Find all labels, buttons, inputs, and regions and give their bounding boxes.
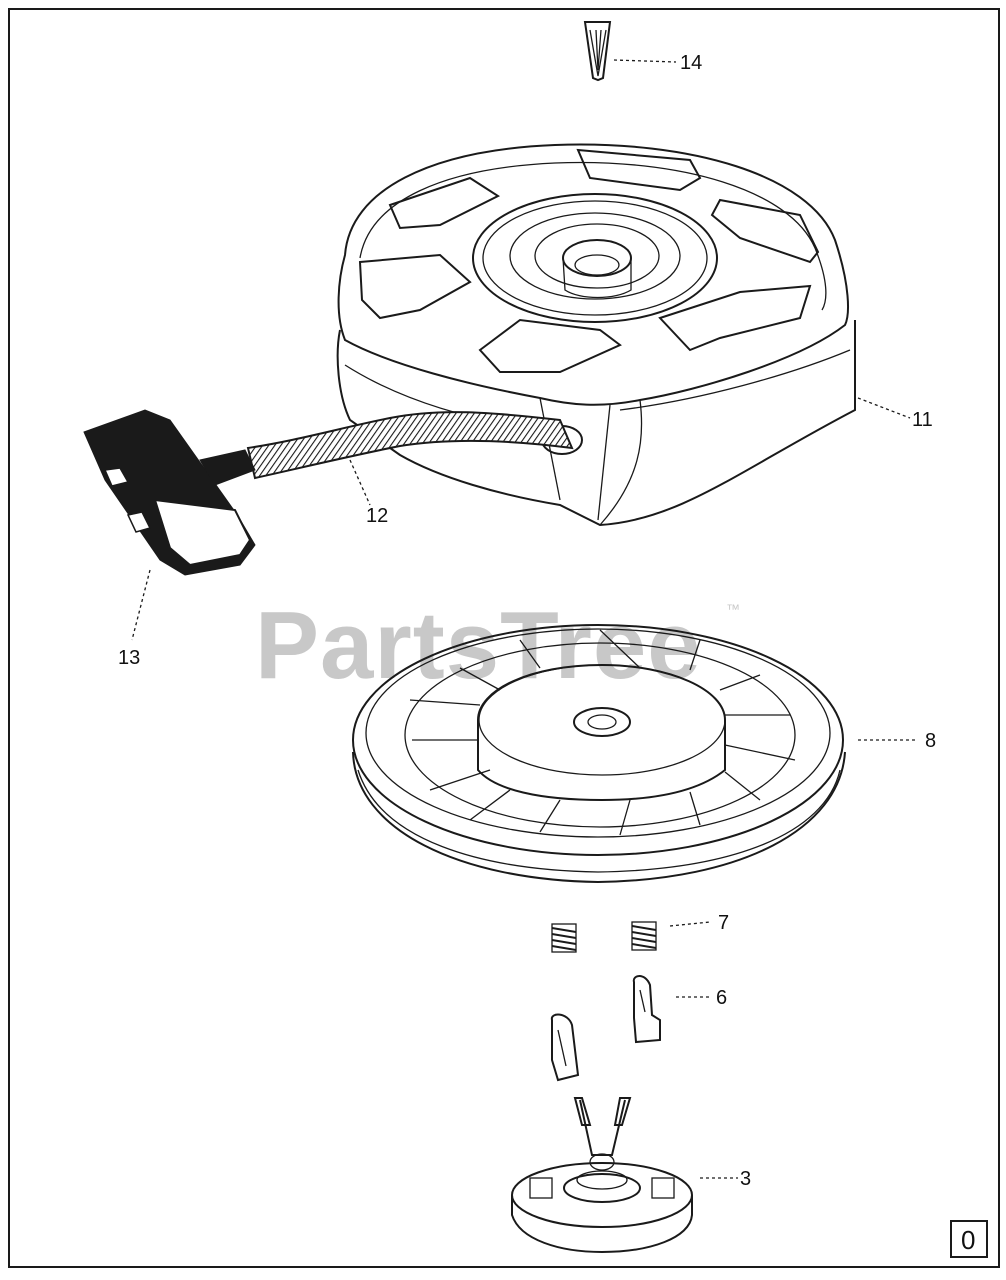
callout-11: 11 [912, 409, 933, 431]
part-14-pin [583, 21, 677, 82]
part-11-starter-housing [336, 143, 911, 527]
page-number-box: 0 [950, 1220, 988, 1258]
callout-13: 13 [118, 647, 140, 669]
page-border [8, 8, 1000, 1268]
part-6-pawls [550, 975, 710, 1082]
callout-6: 6 [716, 987, 727, 1009]
part-13-handle [83, 409, 256, 641]
callout-8: 8 [925, 730, 936, 752]
callout-3: 3 [740, 1168, 751, 1190]
callout-14: 14 [680, 52, 702, 74]
spring-right [631, 921, 657, 951]
callout-12: 12 [366, 505, 388, 527]
watermark-trademark: ™ [726, 601, 740, 617]
part-12-rope [246, 411, 574, 506]
part-3-retainer [511, 1097, 738, 1254]
page-number: 0 [961, 1225, 975, 1255]
callout-labels: 14 11 12 13 8 7 6 3 [118, 52, 936, 1190]
part-8-pulley [352, 624, 918, 884]
part-7-springs [551, 921, 711, 953]
watermark-text: PartsTree [255, 592, 702, 699]
spring-left [551, 923, 577, 953]
watermark: PartsTree ™ [255, 592, 740, 699]
callout-7: 7 [718, 912, 729, 934]
